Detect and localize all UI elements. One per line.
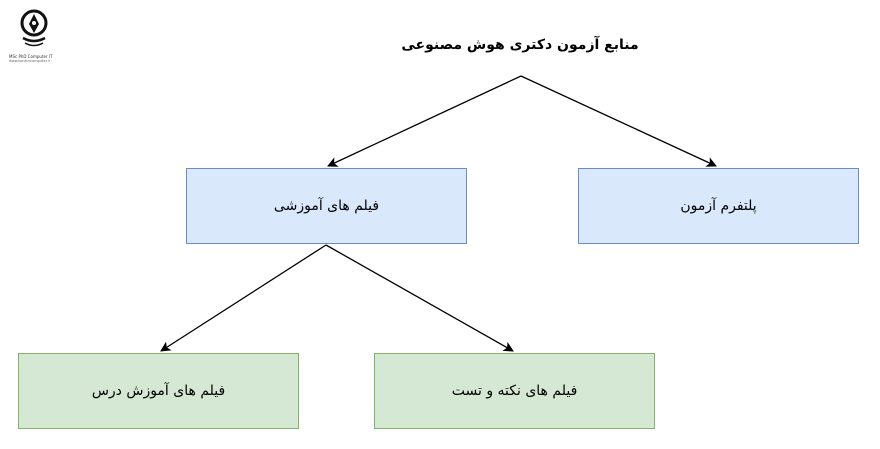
logo-url: www.konkurcomputer.ir bbox=[9, 59, 51, 63]
logo-text: MSc PhD Computer IT bbox=[9, 54, 53, 59]
edge-films-to-tips bbox=[325, 244, 514, 352]
pen-nib-logo-icon bbox=[20, 9, 48, 47]
node-platform: پلتفرم آزمون bbox=[578, 168, 859, 244]
edge-root-to-platform bbox=[520, 75, 717, 167]
logo: MSc PhD Computer IT www.konkurcomputer.i… bbox=[4, 6, 64, 66]
node-films-label: فیلم های آموزشی bbox=[273, 198, 380, 214]
node-tips: فیلم های نکته و تست bbox=[374, 353, 655, 429]
node-lessons: فیلم های آموزش درس bbox=[18, 353, 299, 429]
edge-root-to-films bbox=[327, 75, 522, 167]
diagram-title: منابع آزمون دکتری هوش مصنوعی bbox=[401, 37, 639, 53]
edge-films-to-lessons bbox=[160, 244, 327, 352]
node-films: فیلم های آموزشی bbox=[186, 168, 467, 244]
node-lessons-label: فیلم های آموزش درس bbox=[91, 383, 226, 399]
node-tips-label: فیلم های نکته و تست bbox=[451, 383, 578, 399]
node-platform-label: پلتفرم آزمون bbox=[680, 198, 757, 214]
